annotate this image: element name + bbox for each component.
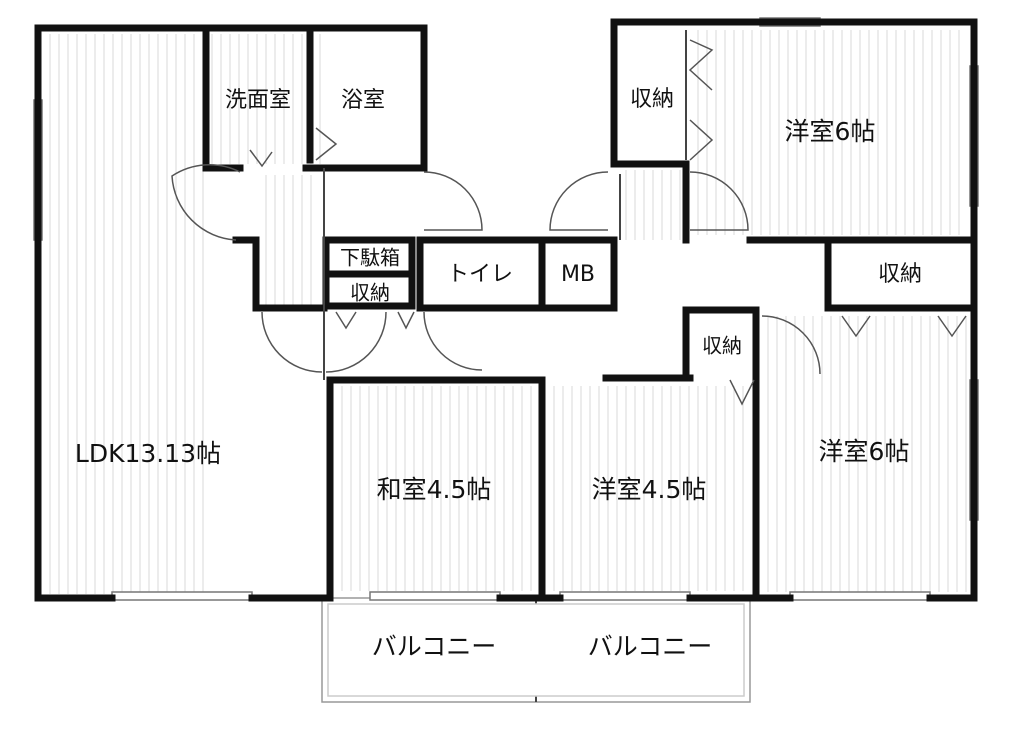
label-storage-mid: 収納 bbox=[702, 334, 742, 358]
label-western-mid: 洋室4.5帖 bbox=[592, 475, 707, 504]
label-toilet: トイレ bbox=[447, 262, 513, 287]
label-bathroom: 浴室 bbox=[341, 88, 385, 113]
label-washroom: 洗面室 bbox=[225, 88, 291, 113]
doors bbox=[171, 39, 967, 406]
balcony-area bbox=[321, 597, 751, 703]
partitions bbox=[323, 30, 687, 380]
label-ldk: LDK13.13帖 bbox=[75, 439, 221, 468]
label-storage-entry: 収納 bbox=[350, 281, 390, 305]
label-shoe-box: 下駄箱 bbox=[340, 246, 400, 270]
label-western-right: 洋室6帖 bbox=[819, 437, 910, 466]
label-mb: MB bbox=[561, 262, 595, 287]
label-storage-top: 収納 bbox=[630, 87, 674, 112]
label-japanese-room: 和室4.5帖 bbox=[377, 475, 492, 504]
room-labels: 洗面室 浴室 収納 洋室6帖 下駄箱 収納 トイレ MB 収納 収納 LDK13… bbox=[75, 87, 922, 661]
floor-hatching bbox=[49, 30, 967, 594]
label-balcony-right: バルコニー bbox=[588, 632, 713, 661]
label-western-top: 洋室6帖 bbox=[785, 117, 876, 146]
walls bbox=[34, 18, 978, 602]
label-storage-right: 収納 bbox=[878, 262, 922, 287]
label-balcony-left: バルコニー bbox=[372, 632, 497, 661]
